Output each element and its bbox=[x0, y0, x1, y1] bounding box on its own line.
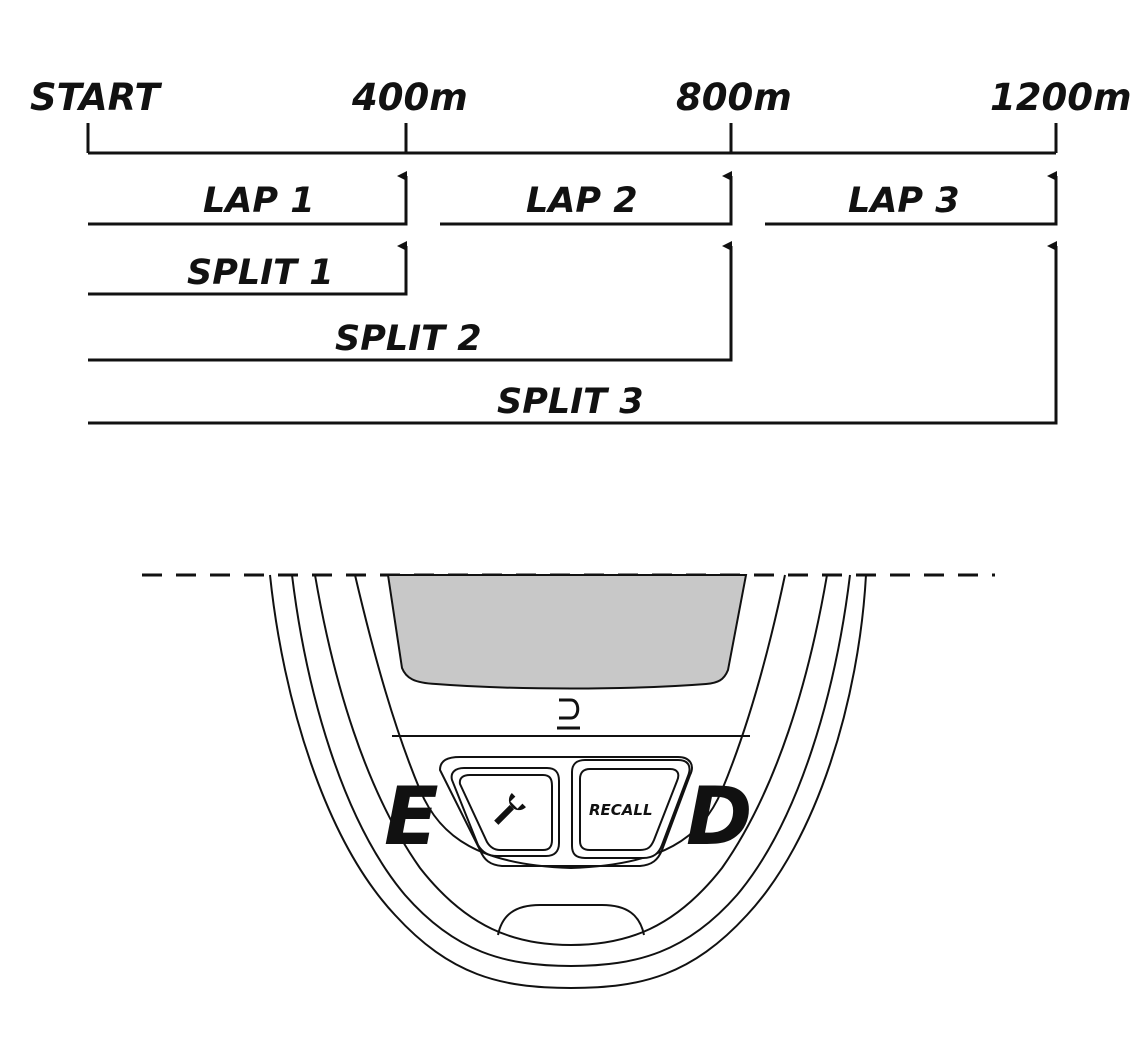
split-2-label: SPLIT 2 bbox=[335, 319, 482, 359]
brand-logo-icon bbox=[559, 698, 580, 720]
lap-2-label: LAP 2 bbox=[526, 181, 638, 221]
marker-400m: 400m bbox=[351, 76, 468, 119]
device-screen bbox=[386, 574, 748, 690]
button-letter-d: D bbox=[686, 770, 752, 863]
marker-800m: 800m bbox=[676, 76, 792, 119]
split-1-line bbox=[88, 241, 408, 296]
device-illustration: RECALL E D bbox=[142, 573, 995, 990]
marker-1200m: 1200m bbox=[990, 76, 1132, 119]
recall-button-label: RECALL bbox=[589, 801, 653, 819]
lap-1-line bbox=[88, 171, 408, 226]
lap-1-label: LAP 1 bbox=[203, 181, 315, 221]
wrench-icon bbox=[494, 793, 526, 825]
recall-button[interactable]: RECALL bbox=[571, 759, 691, 859]
lap-2-line bbox=[440, 171, 733, 226]
lap-3-line bbox=[765, 171, 1058, 226]
split-3-line bbox=[88, 241, 1058, 425]
split-3-label: SPLIT 3 bbox=[497, 382, 644, 422]
button-letter-e: E bbox=[384, 770, 439, 863]
split-2-line bbox=[88, 241, 733, 362]
lap-3-label: LAP 3 bbox=[848, 181, 960, 221]
distance-axis bbox=[86, 123, 1058, 155]
marker-start: START bbox=[30, 76, 162, 119]
settings-button[interactable] bbox=[450, 767, 560, 857]
split-1-label: SPLIT 1 bbox=[187, 253, 334, 293]
